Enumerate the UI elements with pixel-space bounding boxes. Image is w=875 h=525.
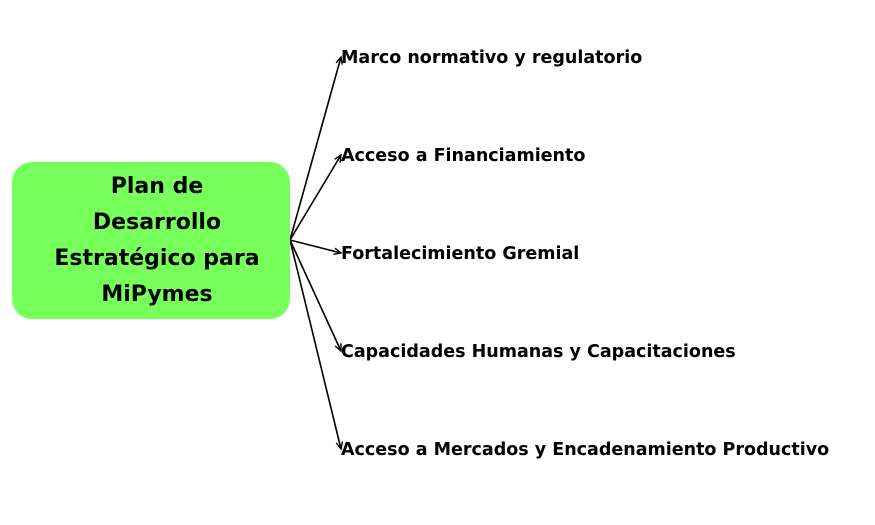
branch-node-marco-normativo[interactable]: Marco normativo y regulatorio: [341, 48, 643, 68]
connector-capacidades-humanas: [289, 239, 342, 352]
root-node[interactable]: Plan de Desarrollo Estratégico para MiPy…: [12, 162, 290, 319]
connector-acceso-financiamiento: [289, 154, 342, 241]
branch-node-fortalecimiento-gremial[interactable]: Fortalecimiento Gremial: [341, 244, 580, 264]
connector-marco-normativo: [289, 56, 342, 241]
branch-node-capacidades-humanas[interactable]: Capacidades Humanas y Capacitaciones: [341, 342, 736, 362]
root-node-label: Plan de Desarrollo Estratégico para MiPy…: [54, 173, 260, 307]
arrowhead-icon: [334, 343, 342, 353]
branch-node-acceso-mercados[interactable]: Acceso a Mercados y Encadenamiento Produ…: [341, 440, 830, 460]
connector-acceso-mercados: [289, 239, 342, 450]
arrowhead-icon: [335, 441, 344, 451]
branch-node-acceso-financiamiento[interactable]: Acceso a Financiamiento: [341, 146, 586, 166]
arrowhead-icon: [334, 153, 342, 163]
arrowhead-icon: [333, 247, 343, 256]
arrowhead-icon: [335, 55, 343, 65]
connector-fortalecimiento-gremial: [289, 239, 342, 254]
